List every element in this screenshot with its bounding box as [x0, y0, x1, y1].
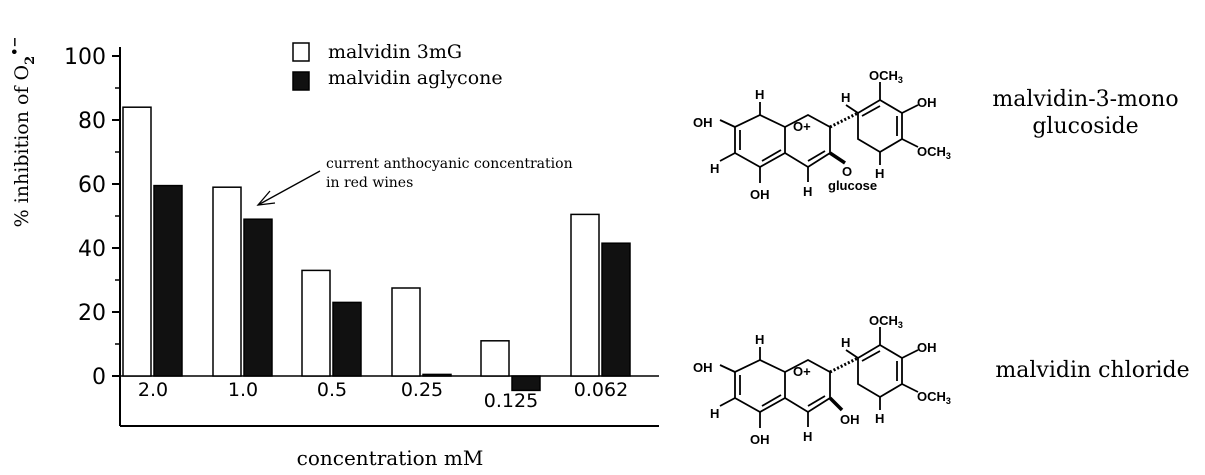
bar-malvidin-aglycone-1.0: [243, 218, 273, 377]
y-tick-label: 0: [92, 365, 106, 390]
legend-swatch-malvidin-aglycone: [292, 71, 310, 91]
structure-malvidin-3-monoglucoside: OH H H OH H O+ H OCH3 OH OCH3 H O glucos…: [693, 68, 951, 202]
atom-h-8: H: [755, 87, 764, 102]
atom-och3-sub-2: 3: [946, 396, 951, 406]
x-tick-label: 0.062: [574, 379, 628, 401]
atom-och3-text-2: OCH: [917, 389, 946, 404]
atom-glucose: glucose: [828, 178, 877, 193]
atom-oplus: O+: [793, 119, 811, 134]
structure-malvidin-chloride: OH H H OH H O+ H OCH3 OH OCH3 H OH: [693, 313, 951, 447]
y-tick-label: 100: [64, 45, 106, 70]
label-line-1: malvidin-3-mono: [992, 87, 1179, 112]
bar-malvidin-3mg-2.0: [122, 106, 152, 377]
legend: malvidin 3mG malvidin aglycone: [292, 41, 503, 91]
label-malvidin-chloride: malvidin chloride: [985, 357, 1200, 384]
atom-och3-5prime: OCH3: [917, 389, 951, 406]
bar-malvidin-aglycone-2.0: [153, 184, 183, 377]
atom-h-8: H: [755, 332, 764, 347]
atom-h-4: H: [803, 429, 812, 444]
y-axis-label-main: % inhibition of O: [11, 65, 33, 227]
annotation-arrow-head: [256, 190, 276, 206]
label-malvidin-3-monoglucoside: malvidin-3-mono glucoside: [978, 86, 1193, 140]
svg-text:% inhibition of O2•−: % inhibition of O2•−: [8, 37, 38, 228]
label-line-2: glucoside: [1032, 114, 1139, 139]
legend-swatch-malvidin-3mg: [292, 42, 310, 62]
atom-oh-4prime: OH: [917, 95, 937, 110]
atom-oh-5: OH: [750, 432, 770, 447]
atom-o-glycoside: O: [842, 164, 852, 179]
atom-och3-sub-2: 3: [946, 151, 951, 161]
atom-oh-4prime: OH: [917, 340, 937, 355]
y-tick-label: 60: [78, 173, 106, 198]
x-tick-labels: 2.0 1.0 0.5 0.25 0.125 0.062: [138, 379, 628, 412]
atom-oplus: O+: [793, 364, 811, 379]
legend-label-malvidin-3mg: malvidin 3mG: [328, 41, 462, 63]
atom-oh-3: OH: [840, 412, 860, 427]
x-tick-label: 0.5: [317, 379, 347, 401]
bar-chart: % inhibition of O2•− 0 20 40 60 80 100 2.0 1.0…: [8, 37, 659, 470]
annotation-line-1: current anthocyanic concentration: [326, 156, 573, 172]
y-tick-label: 80: [78, 109, 106, 134]
x-tick-label: 2.0: [138, 379, 168, 401]
x-tick-label: 0.25: [401, 379, 443, 401]
bar-malvidin-3mg-0.5: [301, 269, 331, 377]
legend-label-malvidin-aglycone: malvidin aglycone: [328, 67, 503, 89]
atom-och3-sub: 3: [898, 320, 903, 330]
y-ticks: 0 20 40 60 80 100: [64, 45, 120, 390]
atom-h-6prime: H: [875, 411, 884, 426]
bar-malvidin-aglycone-0.062: [601, 242, 631, 377]
atom-oh-5: OH: [750, 187, 770, 202]
x-tick-label: 1.0: [228, 379, 258, 401]
atom-h-6: H: [710, 161, 719, 176]
atom-h-4: H: [803, 184, 812, 199]
y-axis-label-sub: 2: [23, 56, 38, 65]
annotation-line-2: in red wines: [326, 175, 413, 191]
atom-oh-7: OH: [693, 115, 713, 130]
bar-malvidin-3mg-1.0: [212, 186, 242, 377]
atom-h-2prime: H: [841, 335, 850, 350]
atom-och3-text: OCH: [869, 313, 898, 328]
y-tick-label: 40: [78, 237, 106, 262]
y-axis-label-sup: •−: [8, 37, 23, 56]
atom-och3-sub: 3: [898, 75, 903, 85]
atom-och3-3prime: OCH3: [869, 68, 903, 85]
label-line-1: malvidin chloride: [995, 358, 1190, 383]
bar-malvidin-3mg-0.25: [391, 287, 421, 377]
bar-malvidin-aglycone-0.125: [511, 375, 541, 392]
y-axis-label: % inhibition of O2•−: [8, 37, 38, 228]
bars: [122, 106, 631, 392]
atom-och3-5prime: OCH3: [917, 144, 951, 161]
y-tick-label: 20: [78, 301, 106, 326]
atom-och3-3prime: OCH3: [869, 313, 903, 330]
atom-h-6: H: [710, 406, 719, 421]
atom-oh-7: OH: [693, 360, 713, 375]
annotation: current anthocyanic concentration in red…: [256, 156, 573, 206]
bar-malvidin-aglycone-0.5: [332, 301, 362, 377]
bar-malvidin-3mg-0.125: [480, 340, 510, 377]
atom-h-6prime: H: [875, 166, 884, 181]
x-tick-label: 0.125: [484, 390, 538, 412]
x-axis-label: concentration mM: [297, 446, 484, 470]
atom-och3-text: OCH: [869, 68, 898, 83]
bar-malvidin-aglycone-0.25: [422, 373, 452, 377]
annotation-arrow-shaft: [257, 170, 321, 206]
bar-malvidin-3mg-0.062: [570, 213, 600, 377]
atom-h-2prime: H: [841, 90, 850, 105]
atom-och3-text-2: OCH: [917, 144, 946, 159]
